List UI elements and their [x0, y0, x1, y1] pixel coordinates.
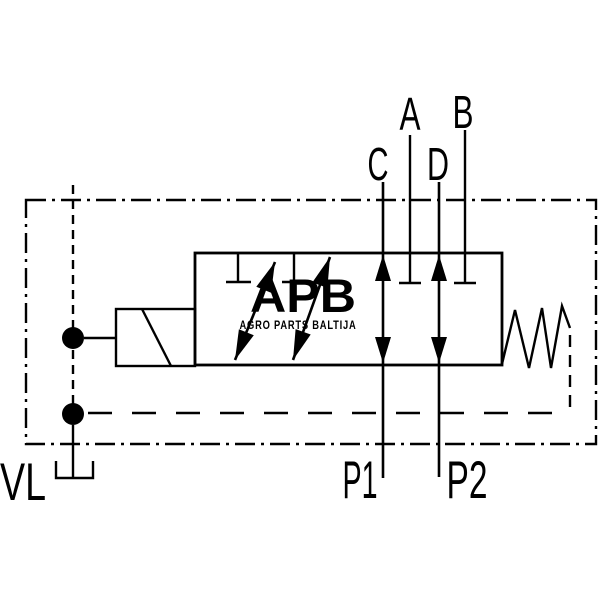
port-b-line: [454, 130, 476, 285]
closed-port-2-icon: [282, 253, 306, 284]
crossed-flow-arrow-1: [233, 261, 277, 361]
label-port-c: C: [368, 138, 389, 190]
return-spring: [500, 301, 572, 369]
straight-flow-arrows: [375, 255, 447, 363]
label-port-p2: P2: [447, 451, 488, 510]
port-a-line: [399, 135, 421, 285]
closed-port-1-icon: [226, 253, 251, 284]
label-port-a: A: [400, 88, 421, 140]
label-port-p1: P1: [343, 451, 378, 510]
junction-dot-bottom: [62, 403, 84, 425]
junction-dot-top: [62, 327, 84, 349]
label-port-b: B: [453, 86, 474, 138]
valve-body: [193, 251, 504, 367]
crossed-flow-arrow-2: [291, 256, 332, 361]
watermark: APB AGRO PARTS BALTIJA: [240, 269, 357, 332]
solenoid-diagonal: [140, 308, 173, 367]
label-port-d: D: [427, 138, 449, 190]
label-port-vl: VL: [0, 453, 46, 512]
enclosure-border: [24, 198, 598, 446]
watermark-subtitle: AGRO PARTS BALTIJA: [240, 318, 357, 332]
vl-bracket: [54, 461, 95, 480]
